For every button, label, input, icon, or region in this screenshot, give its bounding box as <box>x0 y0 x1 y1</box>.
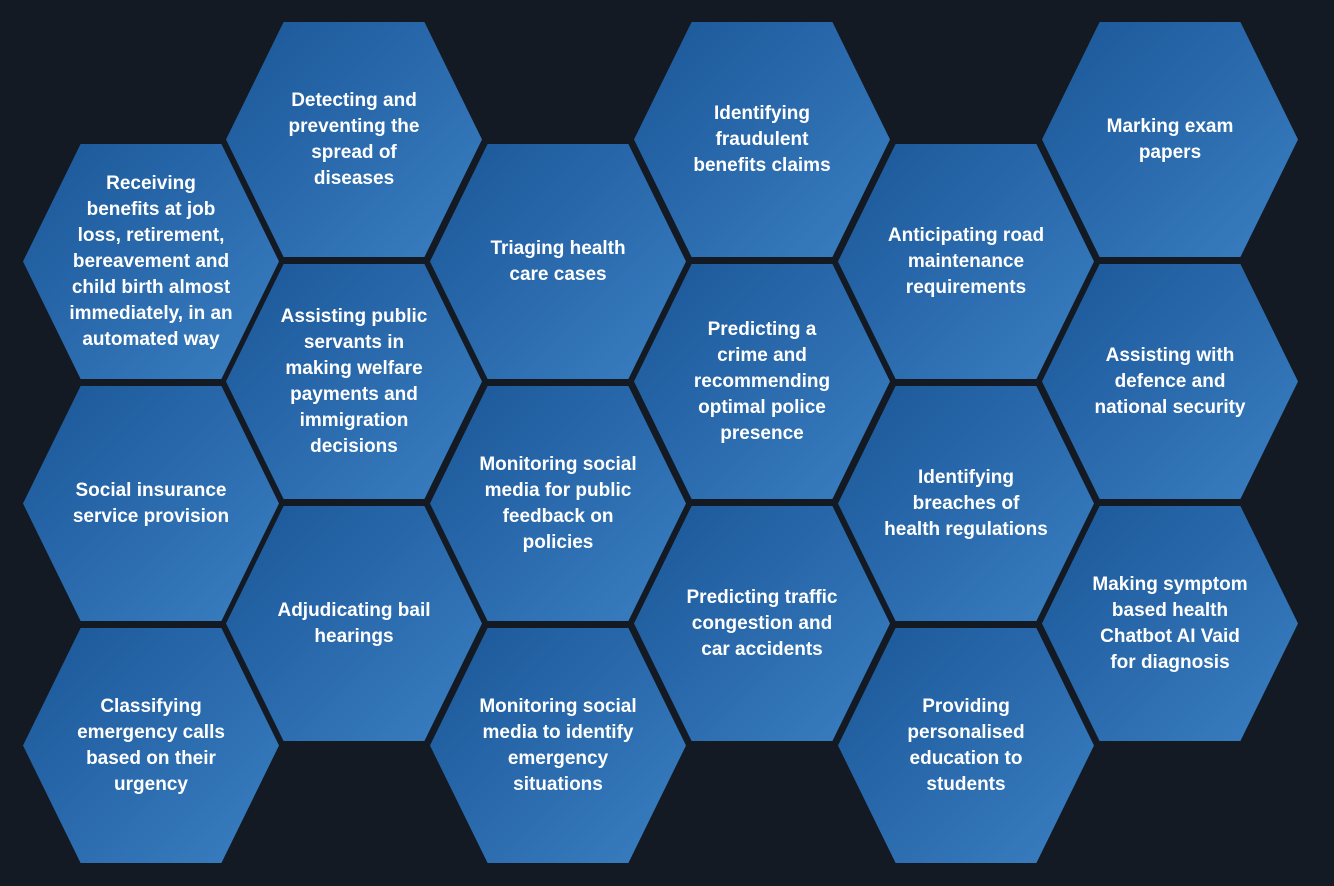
hexagon-label: Receiving benefits at job loss, retireme… <box>69 172 233 350</box>
hexagon-label: Identifying fraudulent benefits claims <box>693 102 831 176</box>
hexagon-label: Social insurance service provision <box>72 479 230 527</box>
hexagon-label: Predicting traffic congestion and car ac… <box>686 586 838 660</box>
hexagon-tile: Monitoring social media for public feedb… <box>430 386 686 621</box>
hexagon-label: Classifying emergency calls based on the… <box>77 695 225 795</box>
hexagon-tile: Identifying fraudulent benefits claims <box>634 22 890 257</box>
hexagon-tile: Assisting with defence and national secu… <box>1042 264 1298 499</box>
hexagon-label: Adjudicating bail hearings <box>277 599 431 647</box>
hexagon-tile: Triaging health care cases <box>430 144 686 379</box>
hexagon-tile: Marking exam papers <box>1042 22 1298 257</box>
hexagon-tile: Predicting traffic congestion and car ac… <box>634 506 890 741</box>
hexagon-tile: Receiving benefits at job loss, retireme… <box>23 144 279 379</box>
hexagon-label: Triaging health care cases <box>490 237 626 285</box>
hexagon-tile: Assisting public servants in making welf… <box>226 264 482 499</box>
hexagon-label: Marking exam papers <box>1106 115 1234 163</box>
hexagon-tile: Monitoring social media to identify emer… <box>430 628 686 863</box>
hexagon-tile: Predicting a crime and recommending opti… <box>634 264 890 499</box>
hexagon-tile: Detecting and preventing the spread of d… <box>226 22 482 257</box>
hexagon-label: Assisting with defence and national secu… <box>1094 344 1246 418</box>
hexagon-label: Assisting public servants in making welf… <box>280 305 428 457</box>
hexagon-label: Anticipating road maintenance requiremen… <box>887 224 1045 298</box>
hexagon-tile: Classifying emergency calls based on the… <box>23 628 279 863</box>
hexagon-tile: Providing personalised education to stud… <box>838 628 1094 863</box>
hexagon-tile: Anticipating road maintenance requiremen… <box>838 144 1094 379</box>
hexagon-label: Detecting and preventing the spread of d… <box>288 89 420 189</box>
hexagon-label: Making symptom based health Chatbot AI V… <box>1092 573 1248 673</box>
hexagon-tile: Adjudicating bail hearings <box>226 506 482 741</box>
hexagon-label: Identifying breaches of health regulatio… <box>884 466 1048 540</box>
hexagon-label: Monitoring social media for public feedb… <box>479 453 637 553</box>
hexagon-tile: Social insurance service provision <box>23 386 279 621</box>
hexagon-label: Monitoring social media to identify emer… <box>479 695 637 795</box>
hexagon-tile: Identifying breaches of health regulatio… <box>838 386 1094 621</box>
hexagon-label: Predicting a crime and recommending opti… <box>693 318 831 444</box>
hexagon-tile: Making symptom based health Chatbot AI V… <box>1042 506 1298 741</box>
hexagon-label: Providing personalised education to stud… <box>907 695 1025 795</box>
